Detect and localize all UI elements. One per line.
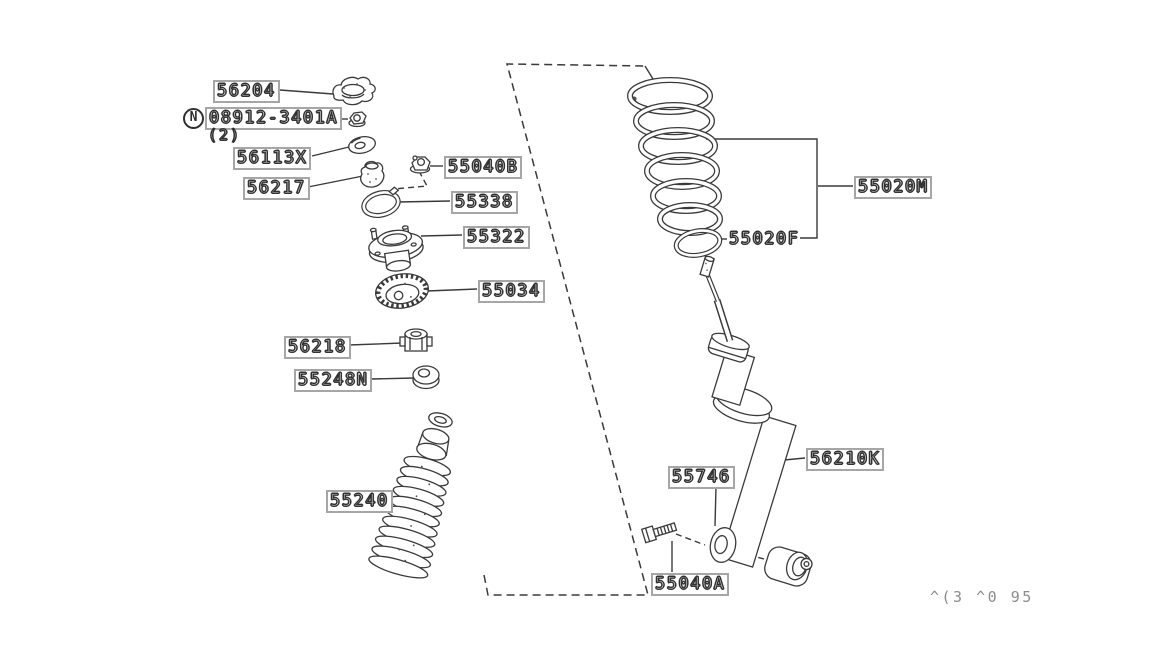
part-label-56113X: 56113X bbox=[233, 147, 312, 170]
part-label-08912-3401A: N 08912-3401A bbox=[183, 107, 343, 130]
part-drawing-piston-rod-nut bbox=[348, 111, 367, 128]
part-drawing-gasket-seal bbox=[361, 186, 401, 218]
part-label-08912-3401A-number: 08912-3401A bbox=[205, 107, 343, 130]
part-drawing-strut-mount-cap bbox=[332, 76, 376, 106]
part-label-55020F: 55020F bbox=[728, 229, 801, 249]
part-drawing-bushing-grommet bbox=[412, 365, 440, 390]
part-label-55322: 55322 bbox=[463, 226, 530, 249]
part-drawing-spring-seat bbox=[375, 273, 429, 309]
part-label-55034: 55034 bbox=[478, 280, 545, 303]
part-label-56218: 56218 bbox=[284, 336, 351, 359]
assembly-boundary-outline bbox=[483, 63, 654, 596]
part-label-55040B: 55040B bbox=[444, 156, 523, 179]
part-label-55040A: 55040A bbox=[651, 573, 730, 596]
part-drawing-lower-mount-bolt bbox=[640, 522, 678, 544]
standard-part-n-icon: N bbox=[183, 108, 204, 129]
part-label-56217: 56217 bbox=[243, 177, 310, 200]
part-drawing-strut-mounting-insulator bbox=[368, 225, 424, 272]
part-label-55746: 55746 bbox=[668, 466, 735, 489]
part-drawing-washer bbox=[348, 136, 376, 154]
part-drawing-upper-nut bbox=[409, 155, 431, 174]
part-label-56210K: 56210K bbox=[806, 448, 885, 471]
part-drawing-coil-spring bbox=[627, 77, 723, 236]
part-drawing-mount-bushing bbox=[360, 160, 385, 188]
part-quantity: (2) bbox=[207, 125, 242, 144]
part-label-55338: 55338 bbox=[451, 191, 518, 214]
part-drawing-lower-washer bbox=[709, 527, 737, 563]
part-drawing-bump-stop-spacer bbox=[399, 328, 433, 352]
part-drawing-shock-absorber bbox=[699, 255, 813, 587]
diagram-reference-code: ^(3 ^0 95 bbox=[930, 588, 1034, 606]
part-drawing-spring-seat-rubber bbox=[673, 228, 723, 258]
part-label-55020M: 55020M bbox=[854, 176, 933, 199]
part-drawing-dust-boot bbox=[368, 412, 453, 579]
part-label-56204: 56204 bbox=[213, 80, 280, 103]
part-label-55240: 55240 bbox=[326, 490, 393, 513]
part-label-55248N: 55248N bbox=[294, 369, 373, 392]
